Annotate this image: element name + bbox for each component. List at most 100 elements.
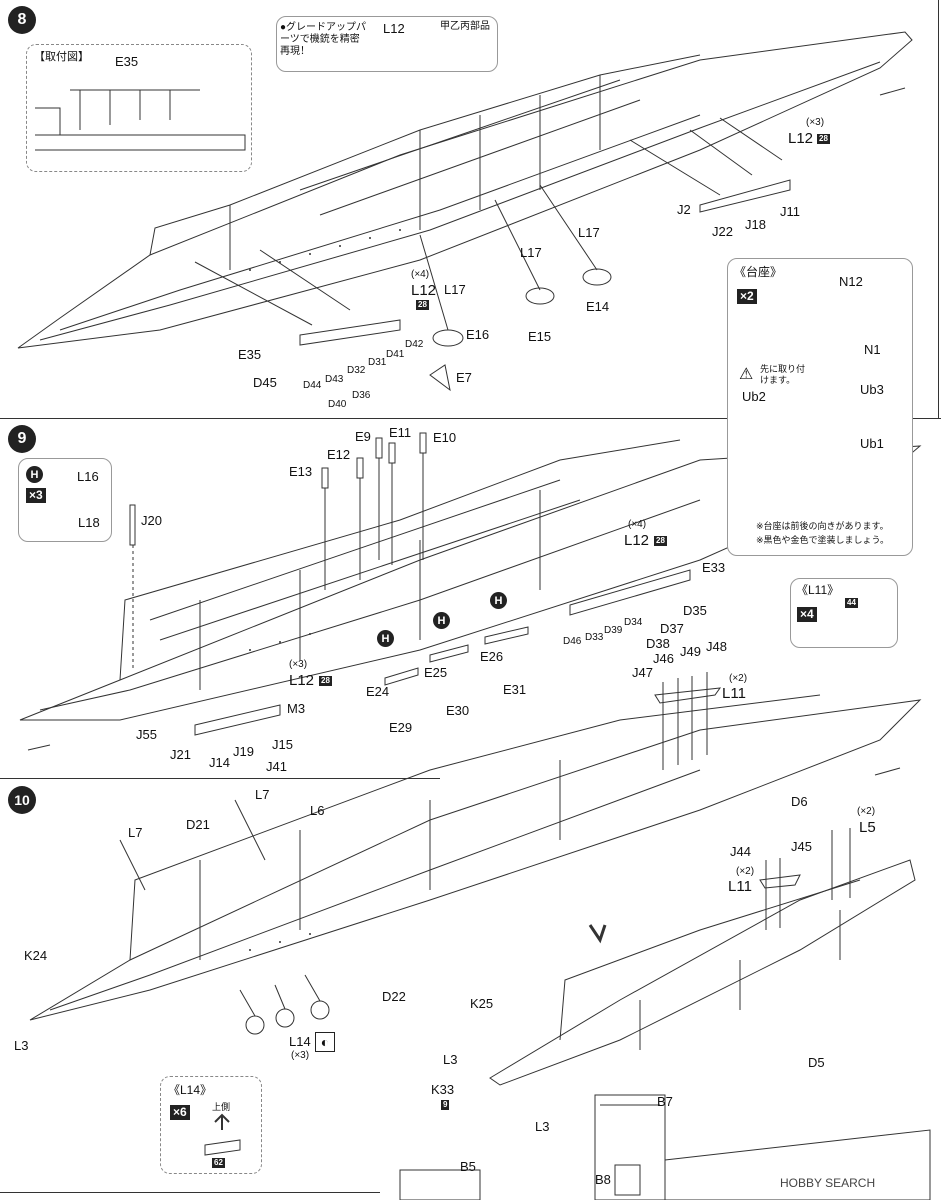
label: J22	[712, 224, 733, 239]
part-number: 9	[441, 1100, 450, 1110]
label: J18	[745, 217, 766, 232]
l14-box-up: 上側	[212, 1102, 231, 1112]
l14-box-number: 62	[212, 1158, 225, 1168]
label: D32	[347, 365, 366, 376]
label: L18	[78, 515, 100, 530]
label: D36	[352, 390, 371, 401]
label: E12	[327, 447, 351, 462]
h-parts-badge: H	[26, 466, 43, 483]
stand-title: 《台座》	[734, 265, 783, 279]
caution-icon: ⚠	[739, 366, 754, 383]
label: E13	[289, 464, 313, 479]
label: J2	[677, 202, 691, 217]
label: (×3)	[289, 659, 308, 670]
label: L17	[520, 245, 542, 260]
label: J15	[272, 737, 293, 752]
label: D40	[328, 399, 347, 410]
stand-multiplier: ×2	[737, 289, 757, 305]
upgrade-from-part: L12	[383, 21, 405, 36]
stand-note-1: ※台座は前後の向きがあります。	[756, 521, 889, 531]
upgrade-note: ●グレードアップパーツで機銃を精密再現！	[280, 22, 367, 57]
h-badge: H	[377, 630, 394, 647]
upgrade-parts-box	[276, 16, 498, 72]
label: L12	[411, 282, 437, 299]
step-8-badge: 8	[8, 6, 36, 34]
label: E24	[366, 684, 390, 699]
stand-caution: 先に取り付けます。	[760, 364, 806, 385]
label: D44	[303, 380, 322, 391]
stand-part-Ub1: Ub1	[860, 436, 884, 451]
part-number: 28	[654, 536, 667, 546]
label: J21	[170, 747, 191, 762]
label: E14	[586, 299, 610, 314]
upgrade-to-part: 甲乙丙部品	[440, 21, 490, 32]
label: L17	[444, 282, 466, 297]
label: (×2)	[729, 673, 748, 684]
label: L14	[289, 1034, 311, 1049]
label: L3	[443, 1052, 458, 1067]
label: J48	[706, 639, 727, 654]
mount-diagram-box	[26, 44, 252, 172]
l11-box-number: 44	[845, 598, 858, 608]
label: L16	[77, 469, 99, 484]
label: E31	[503, 682, 527, 697]
label: E26	[480, 649, 504, 664]
stand-part-N12: N12	[839, 274, 863, 289]
label: (×3)	[291, 1050, 310, 1061]
stand-box	[727, 258, 913, 556]
label: D22	[382, 989, 406, 1004]
stand-note-2: ※黒色や金色で塗装しましょう。	[756, 535, 890, 545]
watermark: HOBBY SEARCH	[780, 1176, 876, 1190]
label: (×2)	[857, 806, 876, 817]
label: D42	[405, 339, 424, 350]
label: (×3)	[806, 117, 825, 128]
label: L12	[788, 130, 814, 147]
label: B5	[460, 1159, 476, 1174]
label: L11	[728, 878, 752, 895]
label: L11	[722, 685, 746, 702]
label: D31	[368, 357, 387, 368]
label: E16	[466, 327, 490, 342]
label: J46	[653, 651, 674, 666]
label: L7	[128, 825, 143, 840]
label: L12	[624, 532, 650, 549]
label: E35	[238, 347, 262, 362]
label: J19	[233, 744, 254, 759]
l11-box-multiplier: ×4	[797, 607, 817, 623]
label: (×4)	[411, 269, 430, 280]
label: J47	[632, 665, 653, 680]
label: D46	[563, 636, 582, 647]
label: D6	[791, 794, 808, 809]
label: D39	[604, 625, 623, 636]
label: E11	[389, 425, 412, 440]
stand-part-Ub3: Ub3	[860, 382, 884, 397]
divider-step10-bottom	[0, 1192, 380, 1193]
h-badge: H	[433, 612, 450, 629]
label: (×4)	[628, 519, 647, 530]
label: L7	[255, 787, 270, 802]
l11-box-title: 《L11》	[796, 583, 840, 597]
label: J20	[141, 513, 162, 528]
label: L5	[859, 819, 876, 836]
divider-step9-10	[0, 778, 440, 779]
label: M3	[287, 701, 306, 716]
label: K24	[24, 948, 48, 963]
label: D38	[646, 636, 670, 651]
label: L3	[14, 1038, 29, 1053]
label: J44	[730, 844, 751, 859]
label: E29	[389, 720, 413, 735]
label: D41	[386, 349, 405, 360]
label: J11	[780, 204, 800, 219]
paint-icon: ◐	[315, 1032, 335, 1052]
label: D5	[808, 1055, 825, 1070]
part-number: 28	[319, 676, 332, 686]
stand-part-Ub2: Ub2	[742, 389, 766, 404]
label: J14	[209, 755, 230, 770]
label: L17	[578, 225, 600, 240]
part-number: 28	[416, 300, 429, 310]
h-badge: H	[490, 592, 507, 609]
label: D35	[683, 603, 707, 618]
label: J55	[136, 727, 157, 742]
l14-box-multiplier: ×6	[170, 1105, 190, 1121]
step-9-badge: 9	[8, 425, 36, 453]
